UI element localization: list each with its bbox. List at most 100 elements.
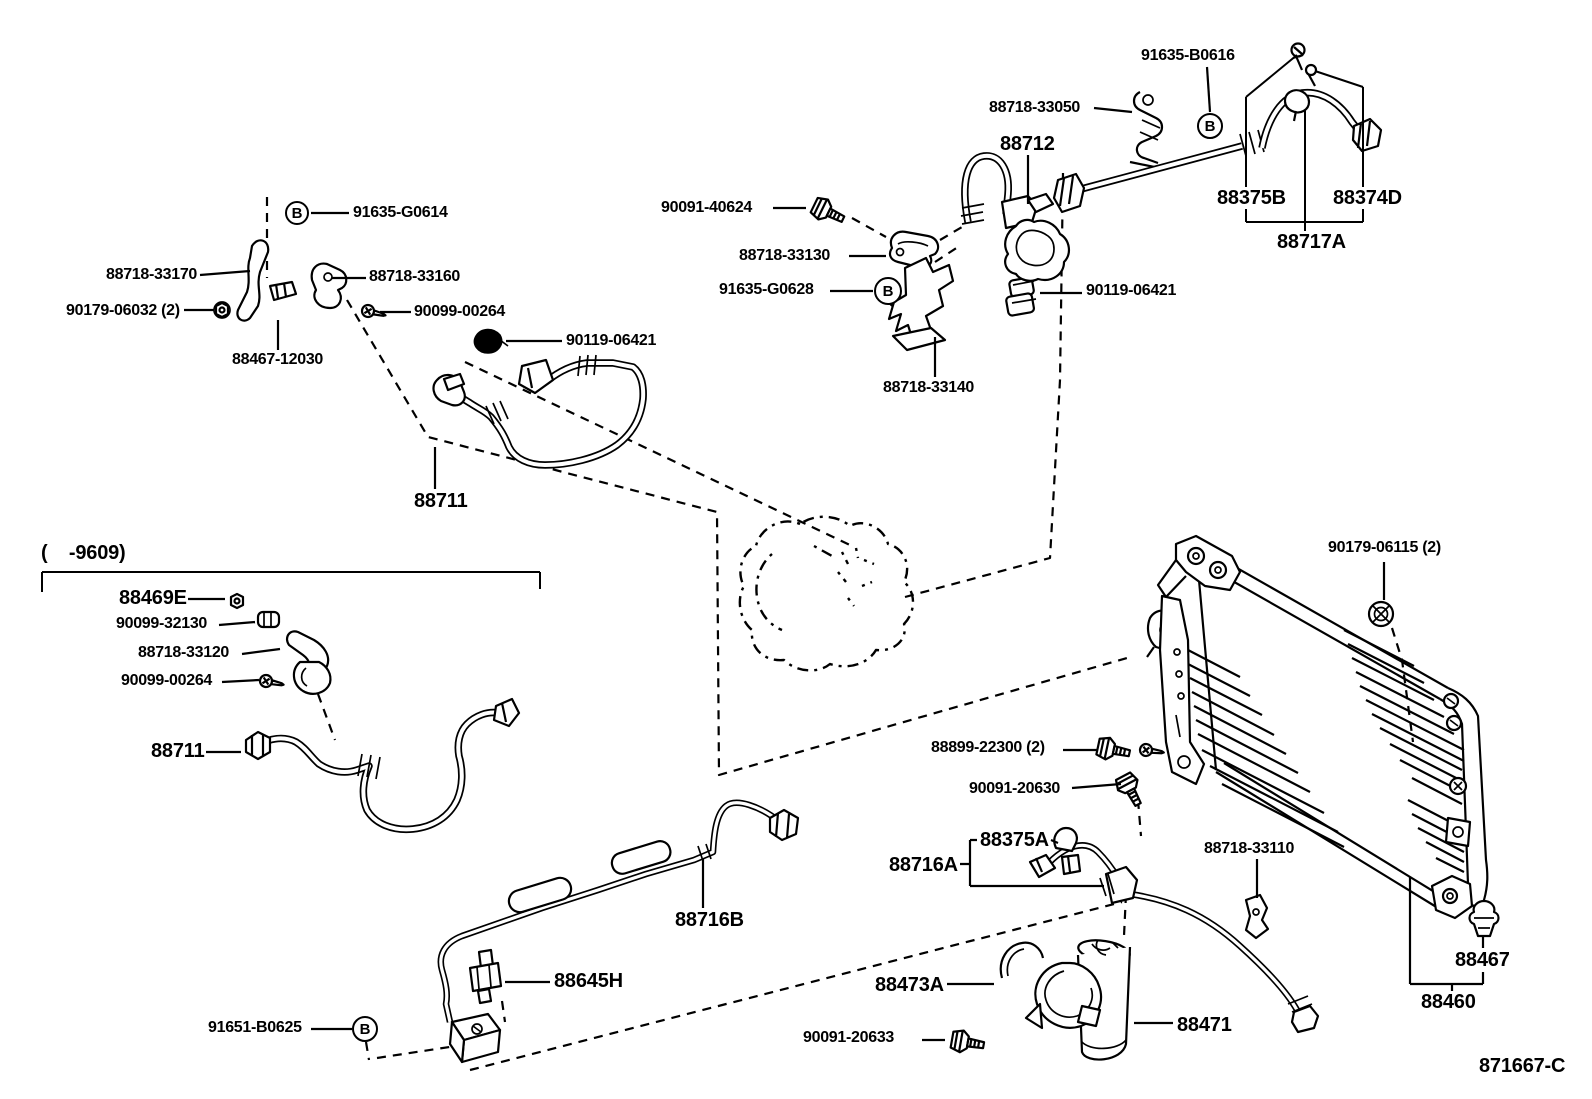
part-label-91635-G0628: 91635-G0628 — [718, 281, 815, 299]
condenser-tank-corner-top — [1442, 692, 1463, 732]
nut-90179-06032 — [214, 301, 230, 319]
clip-88375A — [1053, 826, 1082, 876]
part-label-88460: 88460 — [1420, 991, 1477, 1013]
part-label-90099-00264-a: 90099-00264 — [413, 303, 507, 321]
hose-88374D — [1258, 88, 1363, 149]
suction-end-fitting-a — [1028, 853, 1057, 879]
clip-88718-33050 — [1129, 91, 1165, 171]
group-liquid-line — [1052, 42, 1383, 214]
marker-b-top-right: B — [1197, 113, 1223, 139]
condenser-bottom-header — [1215, 762, 1447, 909]
marker-b-top-left: B — [285, 201, 309, 225]
pipe-end-nut — [768, 808, 800, 842]
expansion-block — [448, 1012, 502, 1064]
grommet-90099-32130 — [256, 610, 281, 629]
stud-fitting — [268, 280, 298, 302]
part-label-88473A: 88473A — [874, 974, 945, 996]
marker-b-middle: B — [874, 277, 902, 305]
leader-lines — [184, 66, 1485, 1042]
part-label-90179-06032: 90179-06032 (2) — [65, 302, 181, 320]
compressor-ghost-outline — [738, 515, 915, 672]
fitting-90119-06421 — [473, 328, 503, 354]
part-label-88718-33170: 88718-33170 — [105, 266, 199, 284]
part-label-88467: 88467 — [1454, 949, 1511, 971]
condenser-fins-left — [1187, 649, 1345, 848]
part-label-91635-B0616: 91635-B0616 — [1140, 47, 1236, 65]
clamp-90119-06421-b — [1005, 276, 1037, 317]
tank-outlet-fitting — [1444, 816, 1472, 848]
part-label-90091-40624: 90091-40624 — [660, 199, 754, 217]
bolt-90091-40624 — [808, 194, 849, 231]
condenser-side-bracket — [1158, 594, 1206, 786]
part-label-90091-20630: 90091-20630 — [968, 780, 1062, 798]
clamp-88473A — [999, 941, 1103, 1030]
bolt-small-a — [1290, 42, 1306, 71]
condenser-fins-right — [1343, 629, 1465, 805]
hose-left-nut — [244, 730, 272, 761]
nut-88469E — [229, 592, 245, 610]
marker-b-bottom: B — [352, 1016, 378, 1042]
pipe-end-nut — [1290, 1004, 1320, 1034]
clamp-88718-33160 — [310, 262, 348, 310]
hose-ferrule — [960, 203, 985, 225]
hose-end-nut — [1351, 117, 1383, 153]
hose-left-fitting — [1052, 172, 1086, 214]
part-label-88718-33110: 88718-33110 — [1203, 840, 1296, 858]
part-label-90091-20633: 90091-20633 — [802, 1029, 896, 1047]
hose-end-fitting — [517, 358, 555, 395]
hose-end-fitting — [492, 697, 521, 728]
part-label-88717A: 88717A — [1276, 231, 1347, 253]
bracket-88718-33140 — [887, 256, 955, 352]
part-label-88718-33050: 88718-33050 — [988, 99, 1082, 117]
pressure-switch-88645H — [468, 948, 503, 1005]
part-label-91651-B0625: 91651-B0625 — [207, 1019, 303, 1037]
condenser-88460 — [1094, 534, 1500, 938]
bolt-88899-22300-a — [1094, 734, 1133, 766]
bolt-90091-20630 — [1112, 769, 1149, 811]
construction-dashed-lines — [265, 172, 1415, 1072]
part-label-88718-33140: 88718-33140 — [882, 379, 976, 397]
group-discharge-hose-early — [213, 239, 647, 469]
elbow-joint — [1004, 218, 1070, 282]
bolt-small-b — [1304, 63, 1318, 87]
screw-90099-00264-b — [257, 672, 286, 692]
part-label-88375B: 88375B — [1216, 187, 1287, 209]
pipe-muffler-2 — [507, 876, 573, 914]
bracket-88718-33110 — [1244, 893, 1270, 940]
part-label-88718-33130: 88718-33130 — [738, 247, 832, 265]
clip-on-hose — [1283, 89, 1311, 122]
clamp-88718-33120 — [285, 630, 332, 695]
group-early-production-hose — [41, 571, 541, 834]
drain-plug-88467 — [1468, 899, 1500, 938]
group-receiver-suction — [949, 826, 1320, 1061]
part-label-90119-06421-a: 90119-06421 — [565, 332, 658, 350]
pipe-muffler-1 — [610, 840, 672, 875]
part-label-88716B: 88716B — [674, 909, 745, 931]
label-bracket-lines — [1245, 54, 1364, 231]
hose-ferrule — [357, 753, 381, 780]
group-liquid-pipe-88716B — [437, 799, 800, 1064]
condenser-fins-corner — [1407, 799, 1465, 873]
part-label-88899-22300: 88899-22300 (2) — [930, 739, 1046, 757]
suction-pipe — [1129, 890, 1300, 1012]
part-label-90119-06421-b: 90119-06421 — [1085, 282, 1178, 300]
part-label-88711-b: 88711 — [150, 740, 206, 762]
part-label-90099-32130: 90099-32130 — [115, 615, 209, 633]
part-label-88471: 88471 — [1176, 1014, 1233, 1036]
part-label-88374D: 88374D — [1332, 187, 1403, 209]
bolt-90091-20633 — [949, 1027, 987, 1058]
bracket-88718-33170 — [236, 239, 270, 322]
part-label-90099-00264-b: 90099-00264 — [120, 672, 214, 690]
part-label-88712: 88712 — [999, 133, 1056, 155]
hose-ferrule — [577, 354, 597, 377]
clamp-88718-33130 — [888, 230, 940, 269]
part-label-90179-06115: 90179-06115 (2) — [1327, 539, 1442, 557]
part-label-88716A: 88716A — [888, 854, 959, 876]
part-label-88645H: 88645H — [553, 970, 624, 992]
part-label-88375A: 88375A — [979, 829, 1050, 851]
condenser-top-bracket — [1156, 534, 1242, 599]
part-label-88711-a: 88711 — [413, 490, 469, 512]
condenser-bottom-bracket — [1430, 874, 1474, 920]
bolt-88899-22300-b — [1138, 742, 1166, 760]
